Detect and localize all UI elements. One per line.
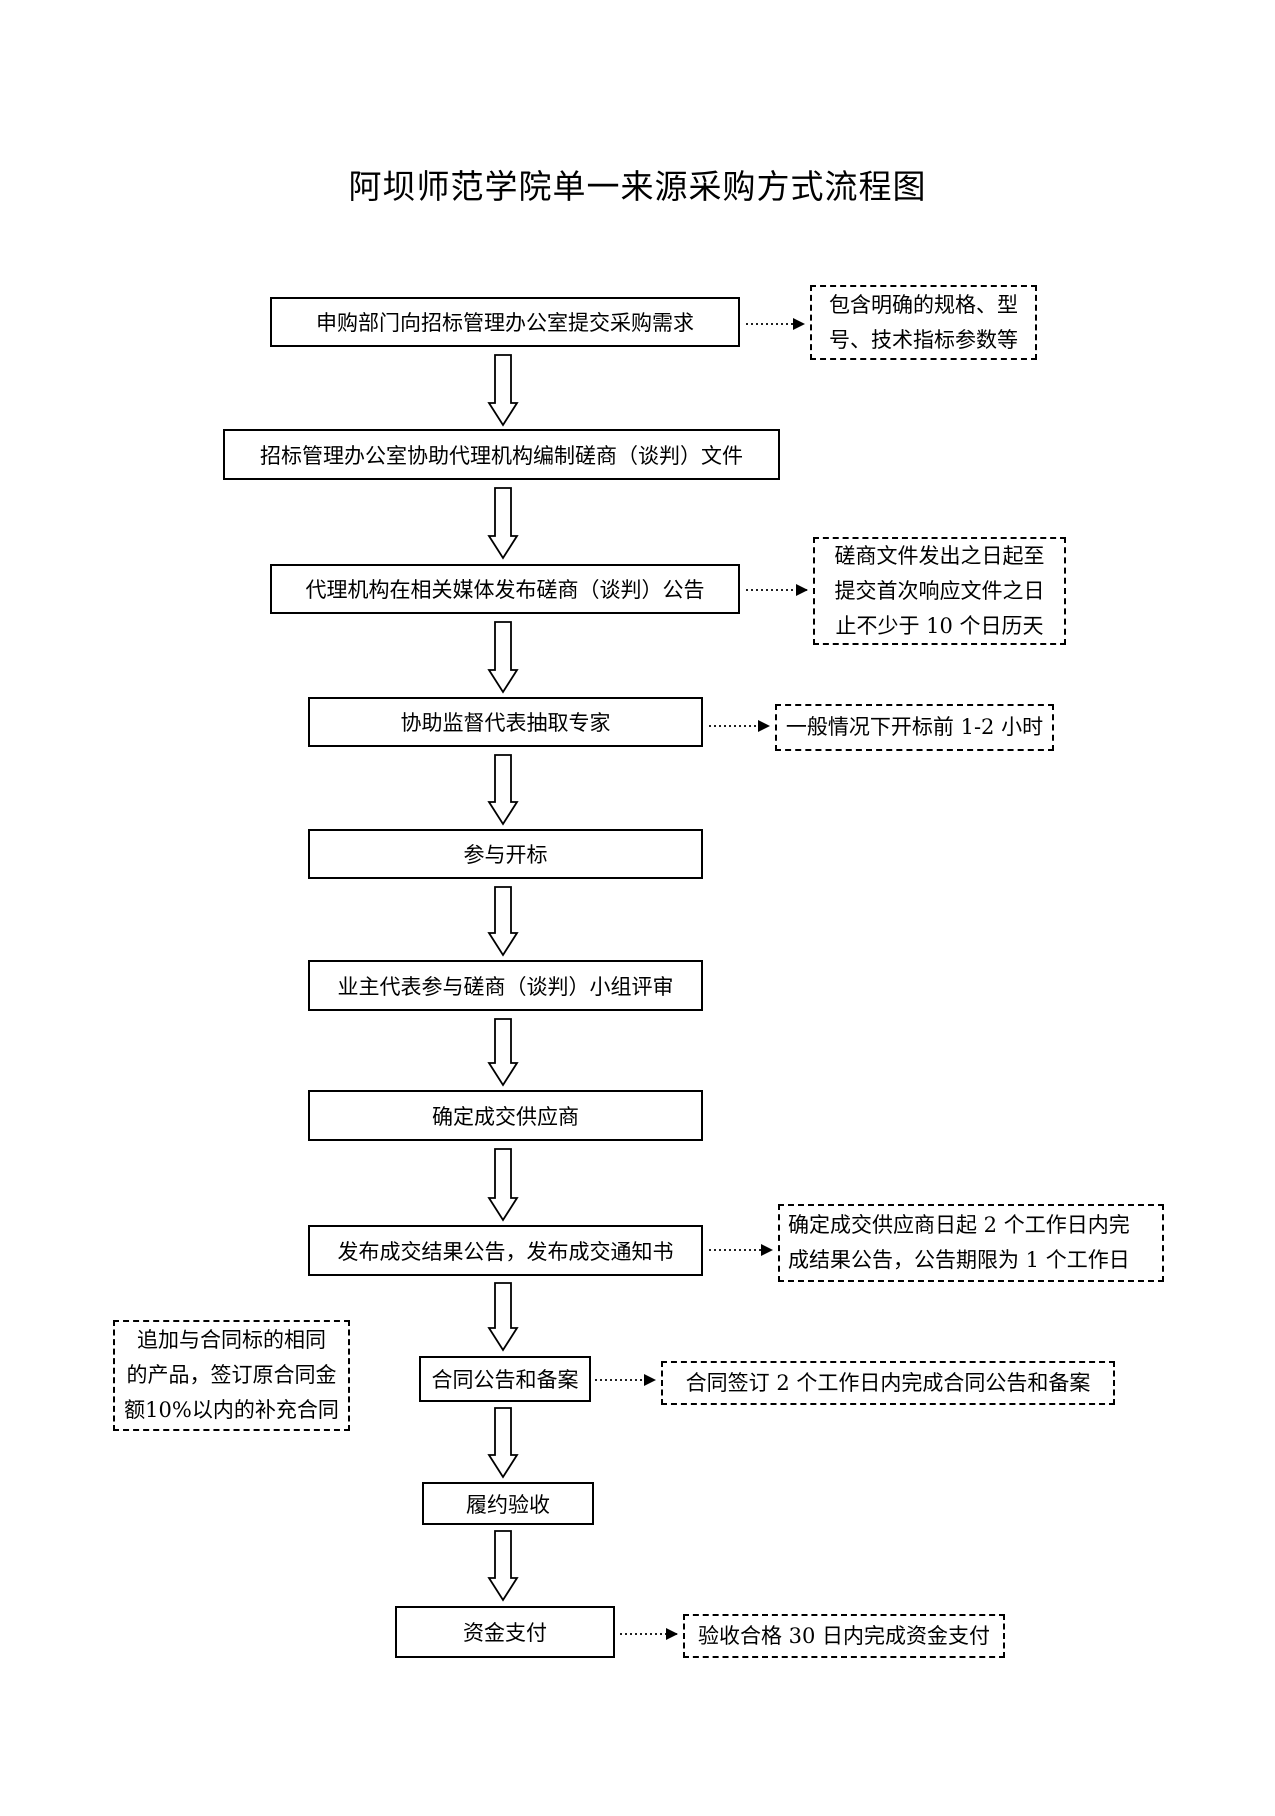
step-determine-supplier: 确定成交供应商 [308, 1090, 703, 1141]
step-select-experts: 协助监督代表抽取专家 [308, 697, 703, 747]
page-title: 阿坝师范学院单一来源采购方式流程图 [348, 167, 927, 206]
down-arrow-arrow-1 [487, 354, 519, 427]
step-submit-request: 申购部门向招标管理办公室提交采购需求 [270, 297, 740, 347]
step-panel-review: 业主代表参与磋商（谈判）小组评审 [308, 960, 703, 1011]
step-acceptance: 履约验收 [422, 1482, 594, 1525]
down-arrow-arrow-2 [487, 487, 519, 560]
down-arrow-arrow-3 [487, 621, 519, 694]
step-publish-announcement: 代理机构在相关媒体发布磋商（谈判）公告 [270, 564, 740, 614]
down-arrow-arrow-7 [487, 1148, 519, 1222]
step-prepare-documents: 招标管理办公室协助代理机构编制磋商（谈判）文件 [223, 429, 780, 480]
step-payment: 资金支付 [395, 1606, 615, 1658]
note-result-announcement: 确定成交供应商日起 2 个工作日内完 成结果公告，公告期限为 1 个工作日 [778, 1204, 1164, 1282]
step-publish-result: 发布成交结果公告，发布成交通知书 [308, 1225, 703, 1276]
down-arrow-arrow-10 [487, 1530, 519, 1602]
note-contract-timing: 合同签订 2 个工作日内完成合同公告和备案 [661, 1361, 1115, 1405]
note-announcement-period: 磋商文件发出之日起至 提交首次响应文件之日 止不少于 10 个日历天 [813, 537, 1066, 645]
down-arrow-arrow-8 [487, 1282, 519, 1352]
down-arrow-arrow-5 [487, 886, 519, 957]
note-payment-timing: 验收合格 30 日内完成资金支付 [683, 1614, 1005, 1658]
note-requirements: 包含明确的规格、型 号、技术指标参数等 [810, 285, 1037, 360]
note-supplement-contract: 追加与合同标的相同 的产品，签订原合同金 额10%以内的补充合同 [113, 1320, 350, 1431]
note-expert-timing: 一般情况下开标前 1-2 小时 [775, 704, 1054, 751]
down-arrow-arrow-6 [487, 1018, 519, 1087]
down-arrow-arrow-4 [487, 754, 519, 826]
step-attend-opening: 参与开标 [308, 829, 703, 879]
down-arrow-arrow-9 [487, 1407, 519, 1479]
step-contract-filing: 合同公告和备案 [419, 1356, 591, 1402]
